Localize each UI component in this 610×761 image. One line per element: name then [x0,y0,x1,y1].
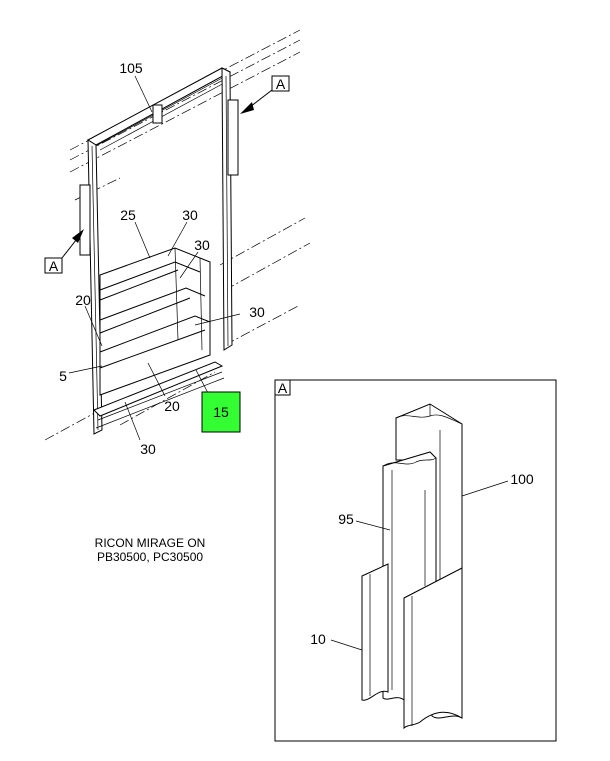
view-a-arrow-left: A [44,229,84,274]
part-10-strip [361,563,389,701]
callout-30-middle: 30 [194,237,210,253]
view-a-arrow-top-right: A [240,75,290,114]
callout-100: 100 [510,471,534,487]
callout-5: 5 [59,368,67,384]
callout-10: 10 [310,631,326,647]
caption-line-2: PB30500, PC30500 [97,550,203,564]
callout-15-highlight[interactable]: 15 [201,391,241,433]
part-95-channel [382,451,437,701]
callout-105: 105 [119,60,143,76]
front-right-strip [403,567,463,730]
detail-box-label-a: A [278,380,288,396]
callout-30-right: 30 [249,304,265,320]
callout-25: 25 [120,207,136,223]
view-label-a-top: A [276,76,286,92]
view-label-a-left: A [49,258,59,274]
callout-20-lower: 20 [164,398,180,414]
callout-30-bottom: 30 [140,441,156,457]
leader-lines [68,75,241,441]
detail-view-a: A 100 95 10 [274,379,557,742]
callout-20-upper: 20 [75,292,91,308]
callout-15: 15 [213,404,229,420]
callout-30-top: 30 [182,207,198,223]
door-assembly-drawing [44,29,311,441]
callout-95: 95 [338,511,354,527]
caption-line-1: RICON MIRAGE ON [95,536,206,550]
